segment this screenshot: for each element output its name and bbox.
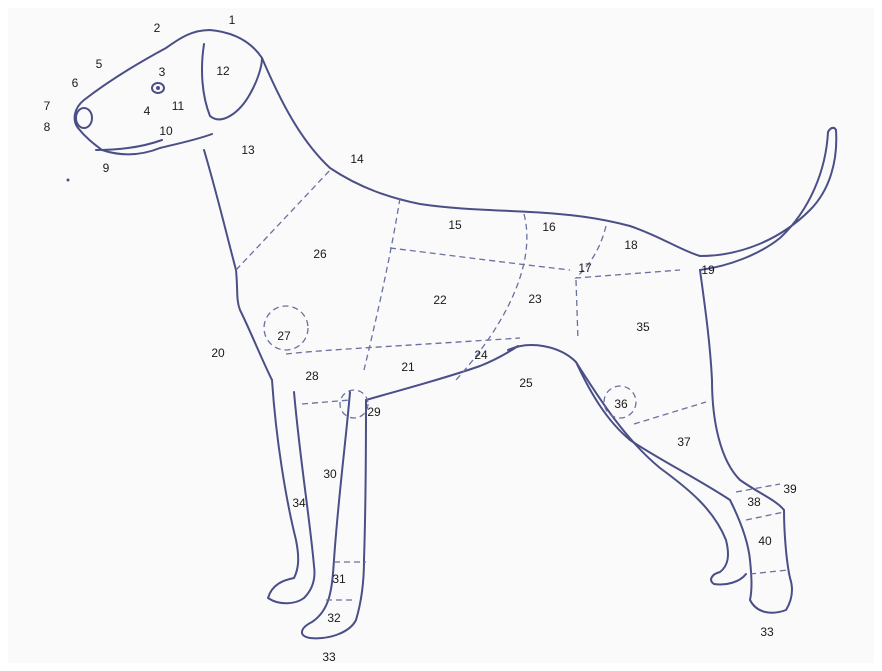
label-30: 30: [323, 467, 336, 481]
label-12: 12: [216, 64, 229, 78]
label-26: 26: [313, 247, 326, 261]
label-33-front: 33: [322, 650, 335, 664]
label-36: 36: [614, 397, 627, 411]
label-25: 25: [519, 376, 532, 390]
label-15: 15: [448, 218, 461, 232]
label-24: 24: [474, 348, 487, 362]
label-4: 4: [144, 104, 151, 118]
label-33-rear: 33: [760, 625, 773, 639]
label-39: 39: [783, 482, 796, 496]
label-14: 14: [350, 152, 363, 166]
label-16: 16: [542, 220, 555, 234]
label-37: 37: [677, 435, 690, 449]
label-35: 35: [636, 320, 649, 334]
label-9: 9: [103, 161, 110, 175]
label-19: 19: [701, 263, 714, 277]
label-40: 40: [758, 534, 771, 548]
label-27: 27: [277, 329, 290, 343]
label-13: 13: [241, 143, 254, 157]
label-32: 32: [327, 611, 340, 625]
label-17: 17: [578, 261, 591, 275]
label-38: 38: [747, 495, 760, 509]
label-6: 6: [72, 76, 79, 90]
label-1: 1: [229, 13, 236, 27]
eye-pupil: [156, 86, 160, 90]
label-34: 34: [292, 496, 305, 510]
label-8: 8: [44, 120, 51, 134]
label-29: 29: [367, 405, 380, 419]
label-22: 22: [433, 293, 446, 307]
label-7: 7: [44, 99, 51, 113]
label-23: 23: [528, 292, 541, 306]
label-28: 28: [305, 369, 318, 383]
label-11: 11: [172, 99, 184, 113]
label-31: 31: [332, 572, 345, 586]
label-5: 5: [96, 57, 103, 71]
paper-background: [8, 8, 874, 663]
label-20: 20: [211, 346, 224, 360]
label-10: 10: [159, 124, 172, 138]
label-2: 2: [154, 21, 161, 35]
speck: [67, 179, 70, 182]
label-3: 3: [159, 65, 166, 79]
label-18: 18: [624, 238, 637, 252]
label-21: 21: [401, 360, 414, 374]
